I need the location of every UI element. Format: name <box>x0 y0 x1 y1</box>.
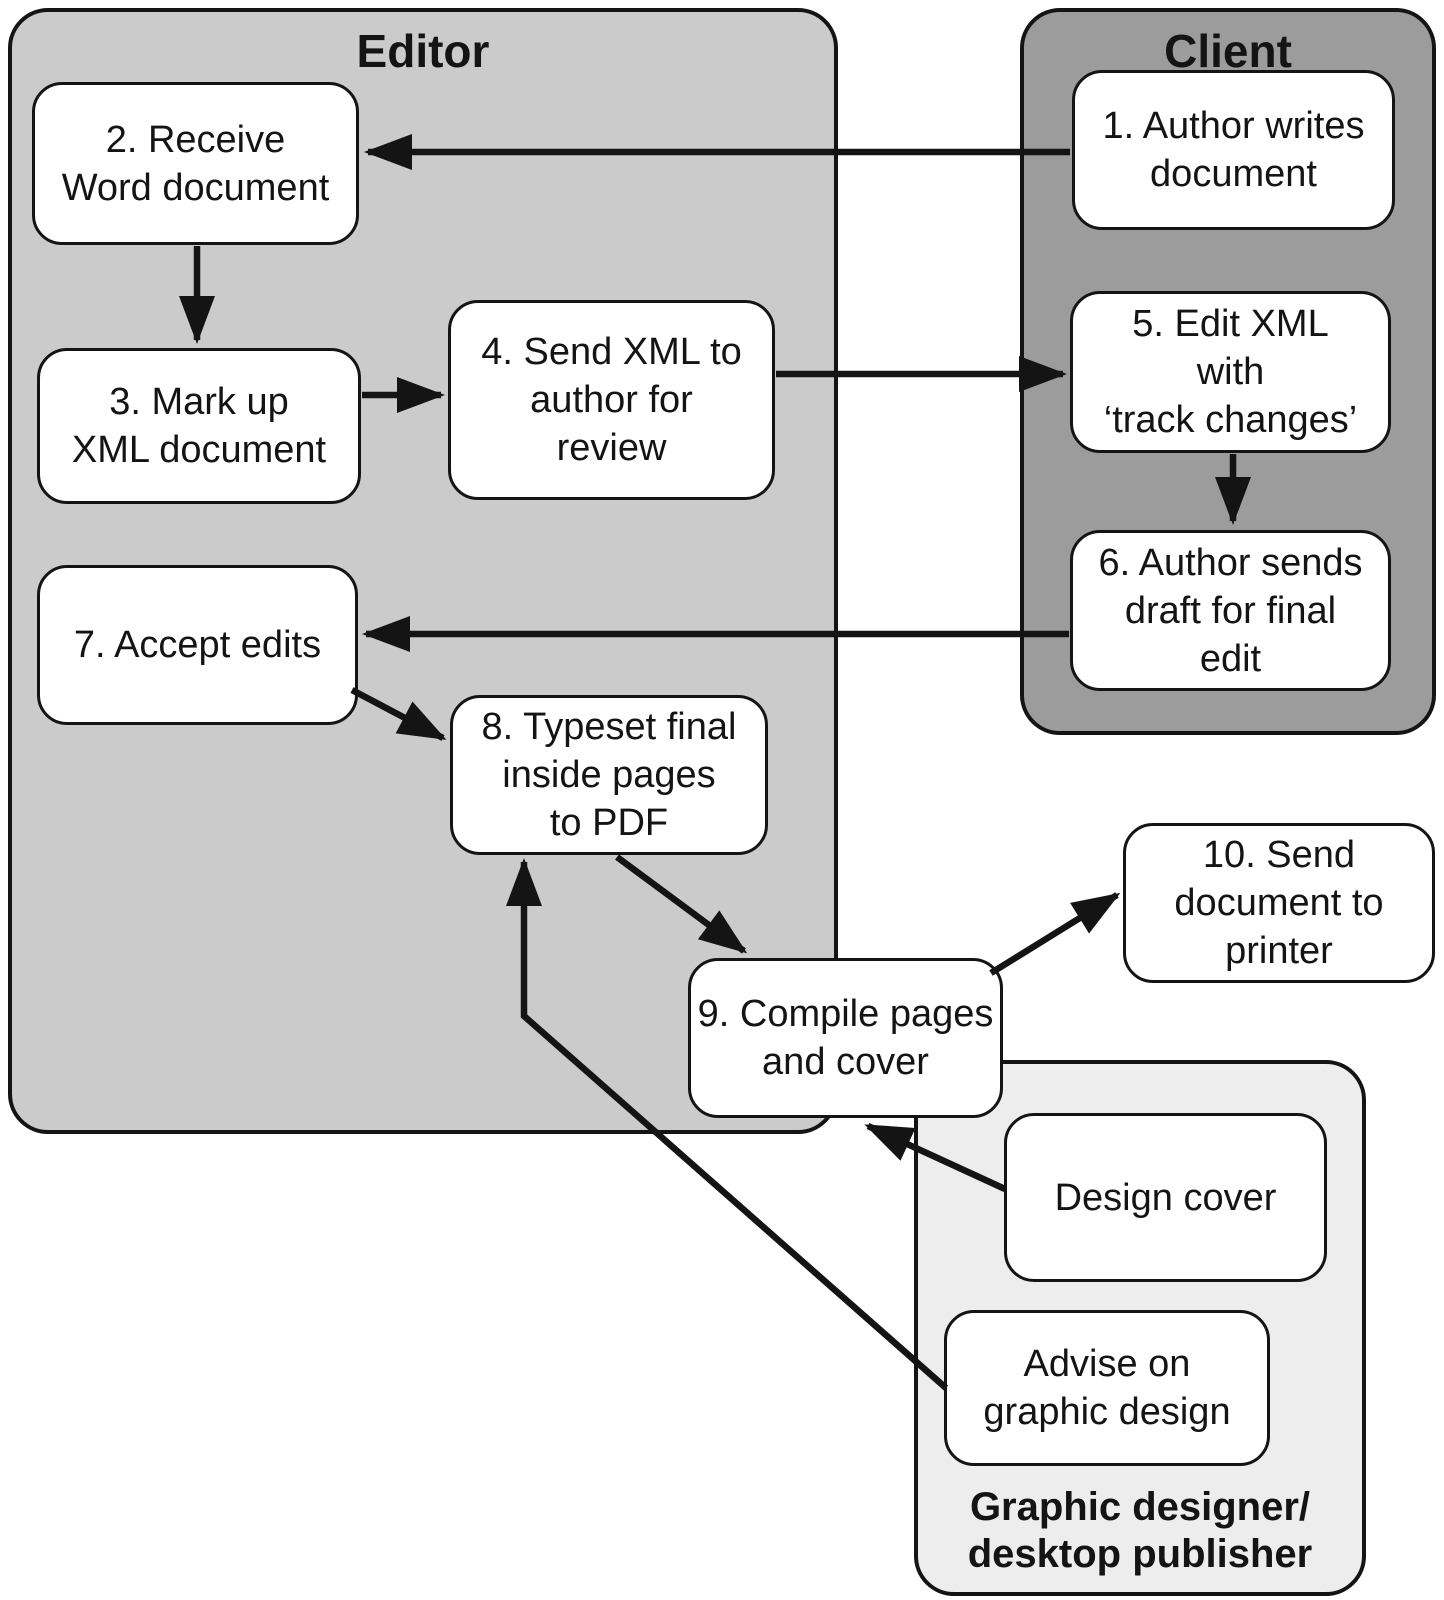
step-4-box: 4. Send XML to author for review <box>448 300 775 500</box>
step-1-box: 1. Author writes document <box>1072 70 1395 230</box>
step-7-box: 7. Accept edits <box>37 565 358 725</box>
client-title: Client <box>1164 25 1292 77</box>
step-2-box: 2. Receive Word document <box>32 82 359 245</box>
step-3-box: 3. Mark up XML document <box>37 348 361 504</box>
step-6-box: 6. Author sends draft for final edit <box>1070 530 1391 691</box>
graphic-designer-title: Graphic designer/ desktop publisher <box>967 1484 1313 1576</box>
advise-graphic-design-box: Advise on graphic design <box>944 1310 1270 1466</box>
step-10-box: 10. Send document to printer <box>1123 823 1435 983</box>
step-5-box: 5. Edit XML with ‘track changes’ <box>1070 291 1391 453</box>
arrow-step9-to-step10 <box>989 892 1121 976</box>
editor-title: Editor <box>356 25 490 77</box>
step-8-box: 8. Typeset final inside pages to PDF <box>450 695 768 855</box>
design-cover-box: Design cover <box>1004 1113 1327 1282</box>
step-9-box: 9. Compile pages and cover <box>688 958 1003 1118</box>
